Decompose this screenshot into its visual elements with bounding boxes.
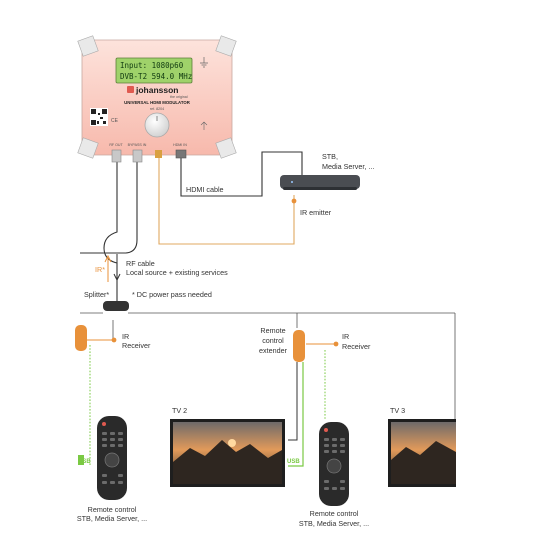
ir-receiver-2-line-2: Receiver — [342, 342, 371, 351]
product-ref: ref. 8204 — [150, 107, 164, 111]
tv2-label: TV 2 — [172, 406, 187, 415]
splitter-label: Splitter* — [84, 290, 109, 299]
ground-icon — [200, 57, 208, 68]
rotary-knob — [144, 112, 170, 138]
port-bypass-label: BYPASS IN — [128, 143, 147, 147]
rf-cable-label: RF cable — [126, 259, 155, 268]
ir-emitter-label: IR emitter — [300, 208, 332, 217]
ir-emitter-dot — [291, 198, 297, 204]
bypass-cable-line — [80, 162, 138, 254]
ir-up-arrow — [104, 254, 112, 282]
port-rf-out-label: RF OUT — [109, 143, 123, 147]
tv2-screen — [170, 419, 285, 487]
lcd-screen — [115, 57, 193, 84]
hdmi-connector — [175, 149, 187, 159]
remote-control-2-icon — [319, 422, 349, 506]
hdmi-cable-line — [180, 151, 303, 197]
bypass-connector — [132, 149, 143, 163]
left-usb-tag — [78, 455, 84, 465]
extender-usb-line — [288, 362, 304, 467]
remote-caption-2-line-1: Remote control — [310, 509, 359, 518]
port-hdmi-label: HDMI IN — [173, 143, 187, 147]
left-ir-receiver-dot — [111, 337, 117, 343]
lcd-line-2: DVB-T2 594.0 MHz — [120, 72, 192, 81]
remote-control-extender-device — [293, 330, 305, 362]
stb-label-line-1: STB, — [322, 152, 338, 161]
ir-connector — [155, 150, 162, 158]
splitter — [103, 301, 129, 311]
extender-label-line-3: extender — [259, 346, 288, 355]
ir-receiver-1-line-2: Receiver — [122, 341, 151, 350]
remote-caption-1-line-2: STB, Media Server, ... — [77, 514, 147, 523]
left-extender-device — [75, 325, 87, 351]
rf-down-arrow — [113, 254, 121, 282]
ir-emitter-line — [158, 158, 295, 245]
remote-control-1-icon — [97, 416, 127, 500]
brand-tagline: the original — [170, 95, 188, 99]
local-source-label: Local source + existing services — [126, 268, 228, 277]
usb-label-2: USB — [287, 459, 300, 465]
extender-ir-receiver-dot — [333, 341, 339, 347]
remote-caption-2-line-2: STB, Media Server, ... — [299, 519, 369, 528]
dc-note-label: * DC power pass needed — [132, 290, 212, 299]
rf-out-connector — [111, 149, 122, 163]
qr-code-icon — [90, 108, 108, 126]
brand-name: johansson — [135, 85, 179, 95]
extender-label-line-2: control — [262, 336, 284, 345]
rf-cable-line — [103, 162, 118, 302]
remote-caption-1-line-1: Remote control — [88, 505, 137, 514]
stb-box — [280, 175, 360, 190]
product-name: UNIVERSAL HDMI MODULATOR — [124, 100, 191, 105]
ir-receiver-2-line-1: IR — [342, 332, 349, 341]
extender-to-tv2 — [288, 362, 298, 441]
ce-mark-icon: CE — [111, 118, 119, 124]
tv3-label: TV 3 — [390, 406, 405, 415]
tv3-screen — [388, 419, 456, 487]
ir-receiver-1-line-1: IR — [122, 332, 129, 341]
extender-label-line-1: Remote — [260, 326, 285, 335]
usb-port-icon — [200, 121, 208, 130]
modulator-device: Input: 1080p60 DVB-T2 594.0 MHz johansso… — [77, 35, 237, 163]
brand-logo-mark — [127, 86, 134, 93]
hdmi-cable-label: HDMI cable — [186, 185, 224, 194]
stb-label-line-2: Media Server, ... — [322, 162, 374, 171]
lcd-line-1: Input: 1080p60 — [120, 61, 184, 70]
ir-arrow-label: IR* — [95, 265, 105, 274]
usb-label-1: USB — [78, 459, 91, 465]
